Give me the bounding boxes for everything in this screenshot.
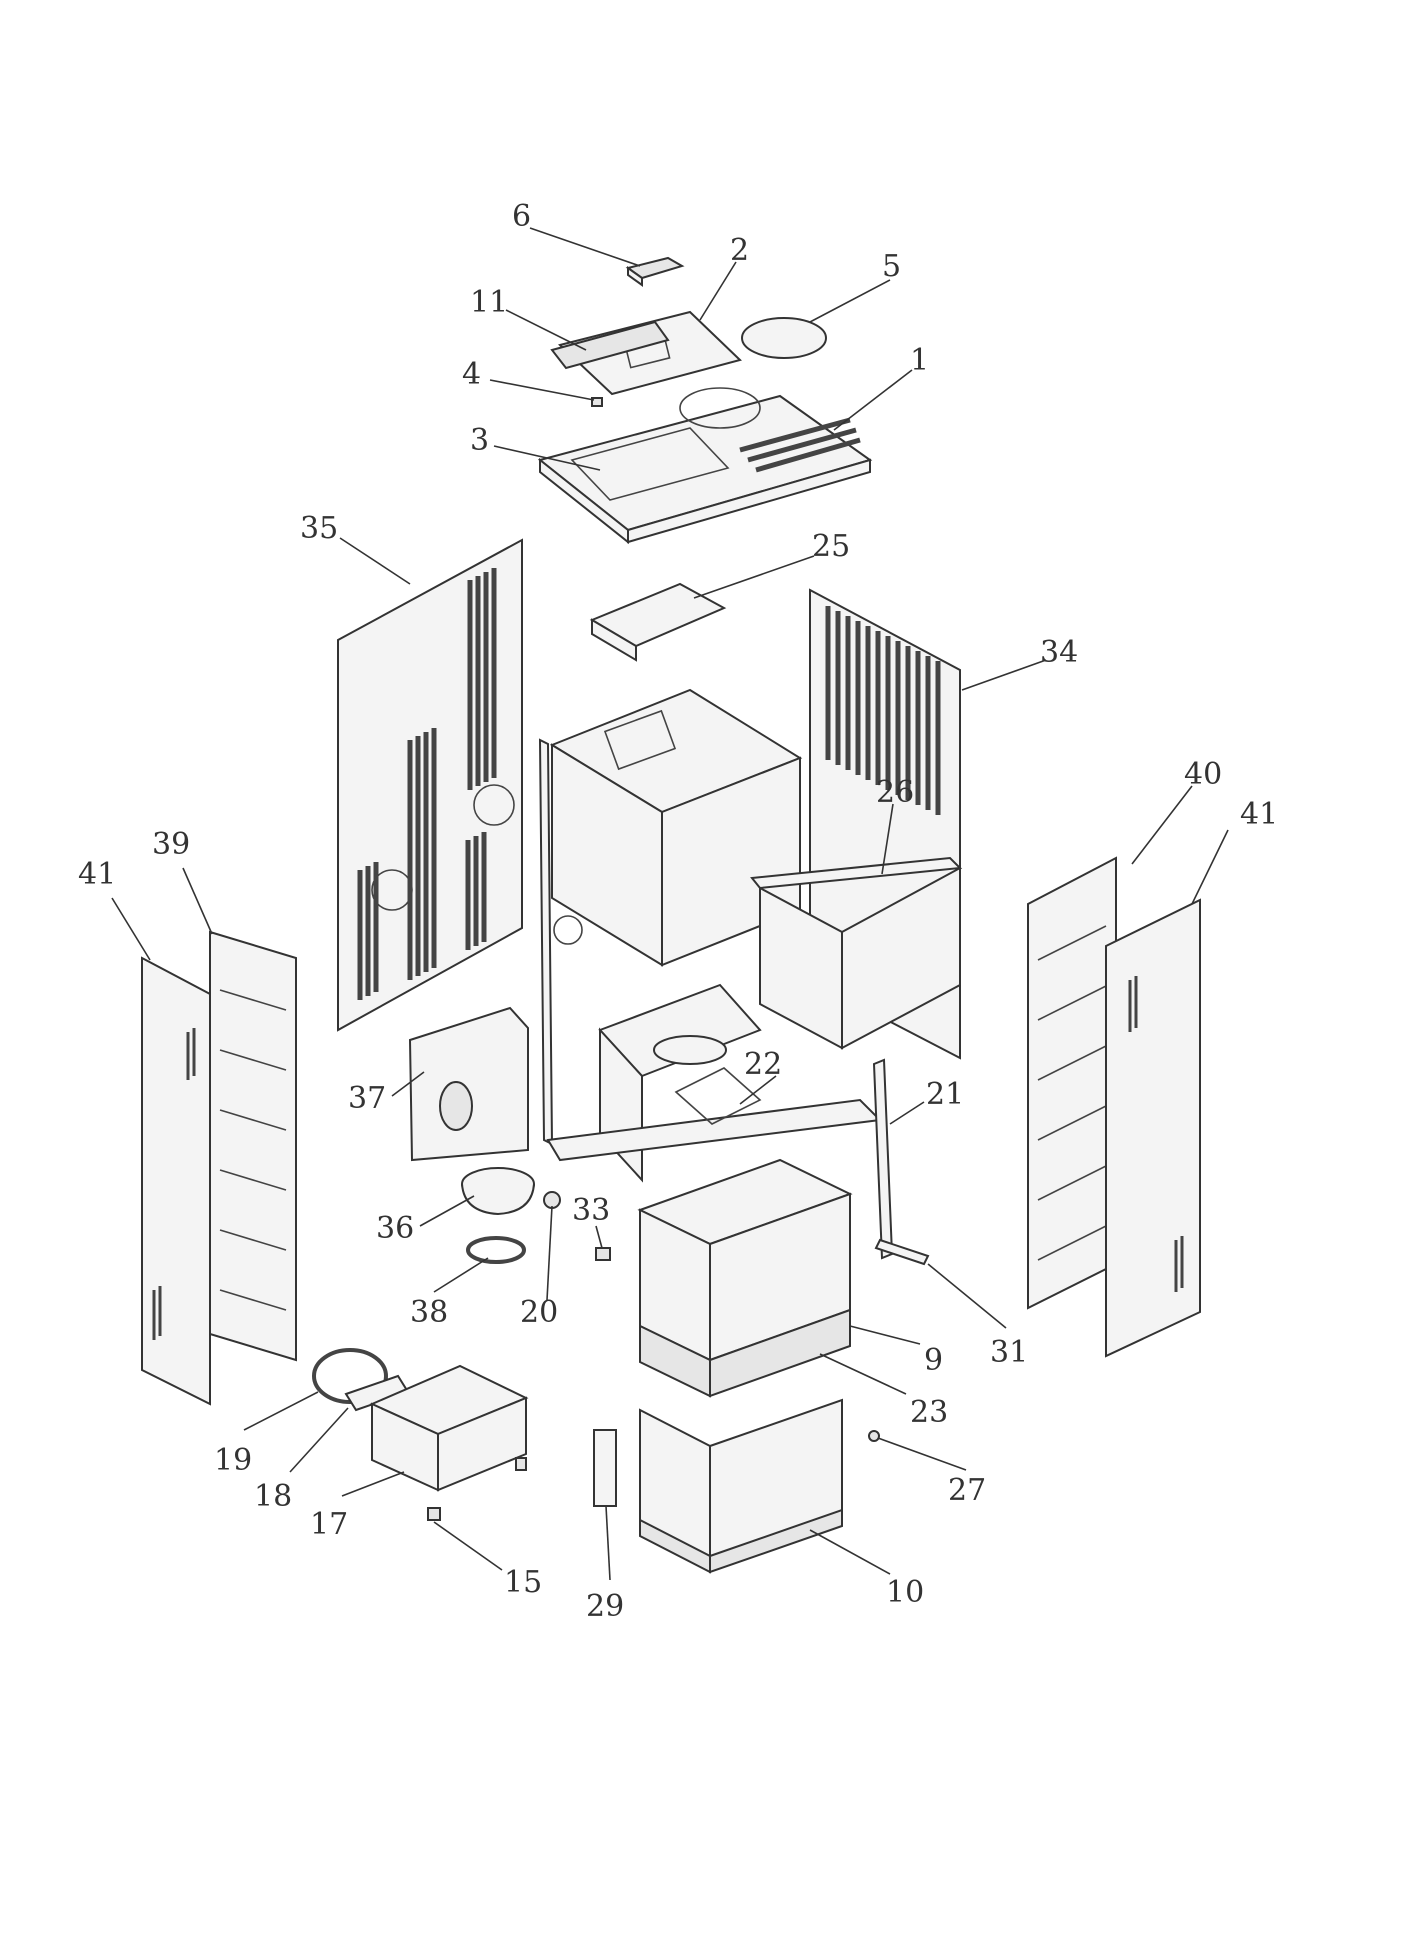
part-29-hinge: [593, 1429, 617, 1507]
callout-25: 25: [812, 529, 850, 564]
callout-37: 37: [348, 1081, 386, 1116]
callout-41-right: 41: [1240, 797, 1278, 832]
part-11-control-panel: [550, 320, 670, 370]
part-31-lever: [874, 1238, 930, 1266]
callout-40: 40: [1184, 757, 1222, 792]
callout-35: 35: [300, 511, 338, 546]
callout-34: 34: [1040, 635, 1078, 670]
callout-21: 21: [926, 1077, 964, 1112]
part-41-right-side-door: [1105, 898, 1201, 1358]
part-37-heat-shield: [408, 1006, 529, 1162]
part-1-top-plate: [537, 387, 873, 545]
central-frame-assembly: [538, 688, 883, 1183]
part-9-lower-shell: [637, 1158, 853, 1362]
part-36-burn-pot: [461, 1167, 535, 1216]
part-4-clip: [591, 397, 603, 407]
callout-23: 23: [910, 1395, 948, 1430]
part-5-flue-ring: [741, 317, 827, 359]
callout-19: 19: [214, 1443, 252, 1478]
part-10-base-cover: [639, 1398, 843, 1574]
callout-3: 3: [470, 423, 489, 458]
callout-31: 31: [990, 1335, 1028, 1370]
callout-4: 4: [462, 357, 481, 392]
part-39-left-inner-panel: [209, 930, 297, 1362]
callout-9: 9: [924, 1343, 943, 1378]
callout-22: 22: [744, 1047, 782, 1082]
callout-10: 10: [886, 1575, 924, 1610]
part-23-base-trim: [639, 1308, 851, 1398]
part-41-left-side-door: [141, 956, 211, 1406]
part-22-gasket: [674, 1067, 762, 1125]
callout-2: 2: [730, 233, 749, 268]
part-25-burn-pot-tray: [589, 582, 727, 662]
callout-20: 20: [520, 1295, 558, 1330]
part-21-rail: [872, 1058, 894, 1260]
callout-5: 5: [882, 249, 901, 284]
callout-36: 36: [376, 1211, 414, 1246]
part-6-display-housing: [625, 256, 685, 287]
part-40-right-inner-panel: [1027, 856, 1117, 1310]
callout-15: 15: [504, 1565, 542, 1600]
part-17-ash-drawer: [369, 1364, 529, 1492]
callout-29: 29: [586, 1589, 624, 1624]
callout-26: 26: [876, 775, 914, 810]
callout-41-left: 41: [78, 857, 116, 892]
part-33-bracket: [595, 1247, 611, 1261]
callout-38: 38: [410, 1295, 448, 1330]
callout-17: 17: [310, 1507, 348, 1542]
part-35-rear-panel: [337, 538, 523, 1032]
callout-11: 11: [470, 285, 508, 320]
callout-39: 39: [152, 827, 190, 862]
callout-27: 27: [948, 1473, 986, 1508]
part-20-knob: [543, 1191, 561, 1209]
part-15-latch: [427, 1457, 527, 1521]
callout-18: 18: [254, 1479, 292, 1514]
callout-6: 6: [512, 199, 531, 234]
callout-1: 1: [910, 343, 929, 378]
callout-33: 33: [572, 1193, 610, 1228]
part-38-ring-gasket: [466, 1236, 526, 1264]
callout-labels: 6 2 5 11 4 1 3 25 35 34 26 40 41 39 41 3…: [78, 199, 1278, 1624]
part-27-screw: [868, 1430, 880, 1442]
part-26-exchanger-cover: [750, 856, 963, 1050]
leader-lines: [111, 227, 1229, 1581]
